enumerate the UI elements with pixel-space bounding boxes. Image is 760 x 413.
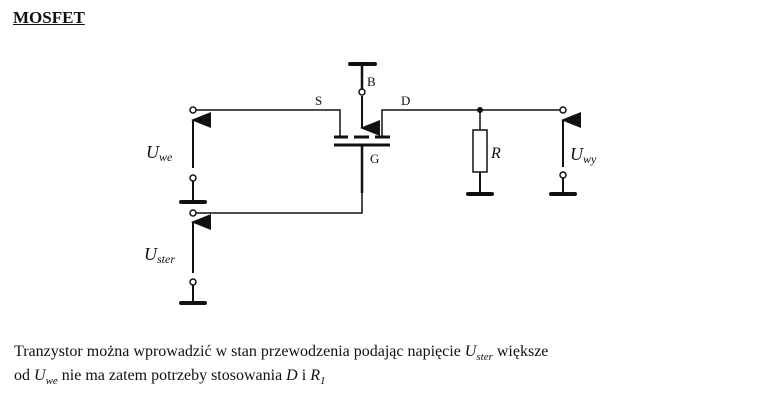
mosfet-body [196,62,390,214]
mosfet-circuit-diagram: S D B G R Uwe Uster Uwy [144,62,597,305]
input-terminals [179,106,211,305]
label-uster: Uster [144,244,175,266]
paragraph-line-1: Tranzystor można wprowadzić w stan przew… [14,343,549,364]
label-uwy: Uwy [570,144,597,166]
label-s: S [315,93,322,108]
label-uwe: Uwe [146,142,173,164]
resistor-r [466,110,494,196]
source-wire [196,109,341,137]
output-terminals [549,106,581,196]
label-r: R [490,145,501,162]
label-b: B [367,74,376,89]
label-g: G [370,151,379,166]
drain-wire [381,107,560,137]
label-d: D [401,93,410,108]
page-title: MOSFET [13,8,85,27]
paragraph-line-2: od Uwe nie ma zatem potrzeby stosowania … [14,367,326,388]
